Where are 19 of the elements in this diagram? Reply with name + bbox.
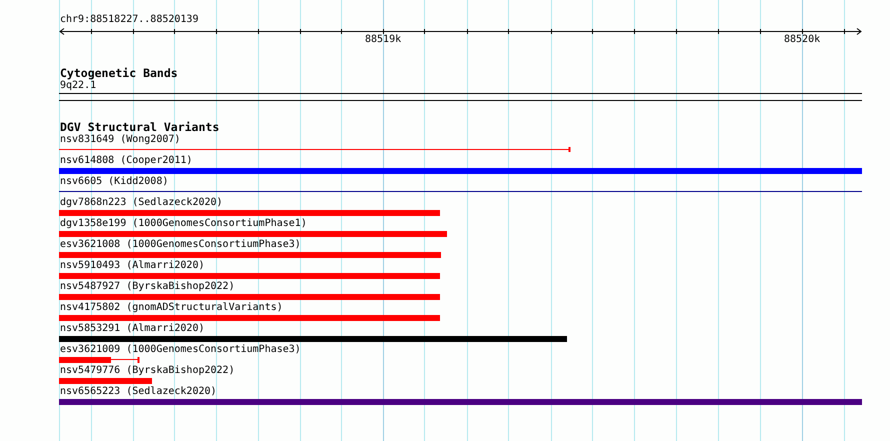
feature-label: nsv5910493 (Almarri2020) [60, 260, 204, 272]
track-title: DGV Structural Variants [60, 121, 220, 134]
scale-tick-label: 88520k [784, 34, 820, 46]
feature-label: dgv1358e199 (1000GenomesConsortiumPhase1) [60, 218, 307, 230]
feature-label: nsv5479776 (ByrskaBishop2022) [60, 365, 235, 377]
feature-label: nsv6605 (Kidd2008) [60, 176, 168, 188]
feature-label: esv3621009 (1000GenomesConsortiumPhase3) [60, 344, 301, 356]
scale-tick-label: 88519k [365, 34, 402, 46]
track-title: Cytogenetic Bands [60, 67, 178, 80]
feature-label: nsv831649 (Wong2007) [60, 134, 180, 146]
feature-label: dgv7868n223 (Sedlazeck2020) [60, 197, 223, 209]
feature-label: nsv4175802 (gnomADStructuralVariants) [60, 302, 283, 314]
feature-label: nsv5487927 (ByrskaBishop2022) [60, 281, 235, 293]
feature-label: nsv6565223 (Sedlazeck2020) [60, 386, 217, 398]
location-label: chr9:88518227..88520139 [60, 14, 198, 26]
band-label: 9q22.1 [60, 80, 96, 92]
feature-label: nsv5853291 (Almarri2020) [60, 323, 204, 335]
feature-label: esv3621008 (1000GenomesConsortiumPhase3) [60, 239, 301, 251]
feature-label: nsv614808 (Cooper2011) [60, 155, 192, 167]
